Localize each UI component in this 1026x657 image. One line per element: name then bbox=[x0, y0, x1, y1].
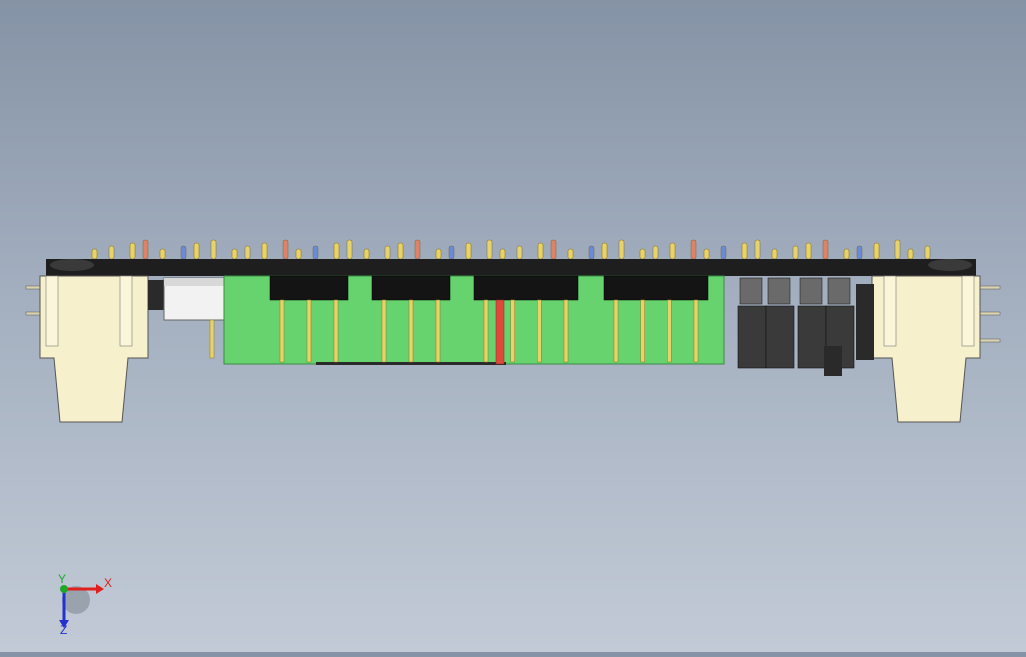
top-pin bbox=[588, 245, 595, 260]
top-pin bbox=[108, 245, 115, 260]
top-pin bbox=[639, 248, 646, 260]
header-pin bbox=[279, 299, 285, 363]
top-pin bbox=[295, 248, 302, 260]
right-connector bbox=[856, 275, 1001, 423]
top-pin bbox=[924, 245, 931, 260]
top-pin bbox=[210, 239, 217, 260]
header-pin bbox=[306, 299, 312, 363]
top-pin bbox=[805, 242, 812, 260]
cylinder-capacitor bbox=[163, 277, 233, 359]
top-pin bbox=[346, 239, 353, 260]
plate-boss-left bbox=[50, 259, 94, 271]
top-pin bbox=[465, 242, 472, 260]
top-pin bbox=[894, 239, 901, 260]
header-block bbox=[603, 275, 709, 301]
relay-tab bbox=[824, 346, 842, 376]
top-pin bbox=[741, 242, 748, 260]
top-pin bbox=[129, 242, 136, 260]
top-pin bbox=[142, 239, 149, 260]
header-pin bbox=[483, 299, 489, 363]
top-pin bbox=[754, 239, 761, 260]
top-pin bbox=[550, 239, 557, 260]
top-pin bbox=[448, 245, 455, 260]
relay-top bbox=[739, 277, 763, 305]
relay-top bbox=[827, 277, 851, 305]
top-pin bbox=[618, 239, 625, 260]
top-pin bbox=[516, 245, 523, 260]
top-pin bbox=[567, 248, 574, 260]
header-pin bbox=[667, 299, 672, 363]
top-pin bbox=[180, 245, 187, 260]
top-pin bbox=[771, 248, 778, 260]
top-pin bbox=[720, 245, 727, 260]
header-pin bbox=[435, 299, 441, 363]
header-pin bbox=[693, 299, 699, 363]
orientation-triad: X Y Z bbox=[58, 572, 112, 637]
relay-body bbox=[797, 305, 827, 369]
top-pin bbox=[414, 239, 421, 260]
header-pin bbox=[613, 299, 619, 363]
top-pin bbox=[384, 245, 391, 260]
top-pin bbox=[601, 242, 608, 260]
y-axis-dot bbox=[60, 585, 68, 593]
z-axis-label: Z bbox=[60, 623, 67, 637]
top-pin bbox=[91, 248, 98, 260]
top-pin bbox=[690, 239, 697, 260]
header-pin bbox=[408, 299, 414, 363]
top-pin bbox=[261, 242, 268, 260]
top-pin bbox=[312, 245, 319, 260]
header-pin bbox=[563, 299, 569, 363]
top-pin bbox=[843, 248, 850, 260]
header-block bbox=[269, 275, 349, 301]
top-pin bbox=[435, 248, 442, 260]
relay-body bbox=[737, 305, 767, 369]
header-pin bbox=[510, 299, 515, 363]
top-pin bbox=[822, 239, 829, 260]
top-pin bbox=[669, 242, 676, 260]
header-block bbox=[473, 275, 579, 301]
relay-body bbox=[765, 305, 795, 369]
top-pin bbox=[244, 245, 251, 260]
top-pin bbox=[499, 248, 506, 260]
pin-headers bbox=[269, 275, 709, 363]
top-pin bbox=[856, 245, 863, 260]
left-connector bbox=[25, 275, 164, 423]
top-pin bbox=[907, 248, 914, 260]
header-pin bbox=[537, 299, 542, 363]
header-pin bbox=[333, 299, 339, 363]
top-pin bbox=[703, 248, 710, 260]
header-pin bbox=[640, 299, 645, 363]
relay-blocks bbox=[737, 277, 855, 376]
top-pin bbox=[397, 242, 404, 260]
relay-top bbox=[767, 277, 791, 305]
top-pin bbox=[792, 245, 799, 260]
top-pin bbox=[873, 242, 880, 260]
top-pin bbox=[282, 239, 289, 260]
relay-top bbox=[799, 277, 823, 305]
top-pins bbox=[91, 239, 931, 260]
x-axis-label: X bbox=[104, 576, 112, 590]
top-pin bbox=[159, 248, 166, 260]
header-block bbox=[371, 275, 451, 301]
top-pin bbox=[333, 242, 340, 260]
plate-boss-right bbox=[928, 259, 972, 271]
top-pin bbox=[652, 245, 659, 260]
top-pin bbox=[486, 239, 493, 260]
top-pin bbox=[193, 242, 200, 260]
y-axis-label: Y bbox=[58, 572, 66, 586]
top-pin bbox=[231, 248, 238, 260]
mounting-plate bbox=[46, 259, 976, 276]
top-pin bbox=[363, 248, 370, 260]
header-pin bbox=[381, 299, 387, 363]
pcb-underside bbox=[316, 362, 506, 365]
top-pin bbox=[537, 242, 544, 260]
highlight-pin bbox=[495, 299, 505, 365]
pcb-assembly-model bbox=[25, 239, 1001, 423]
